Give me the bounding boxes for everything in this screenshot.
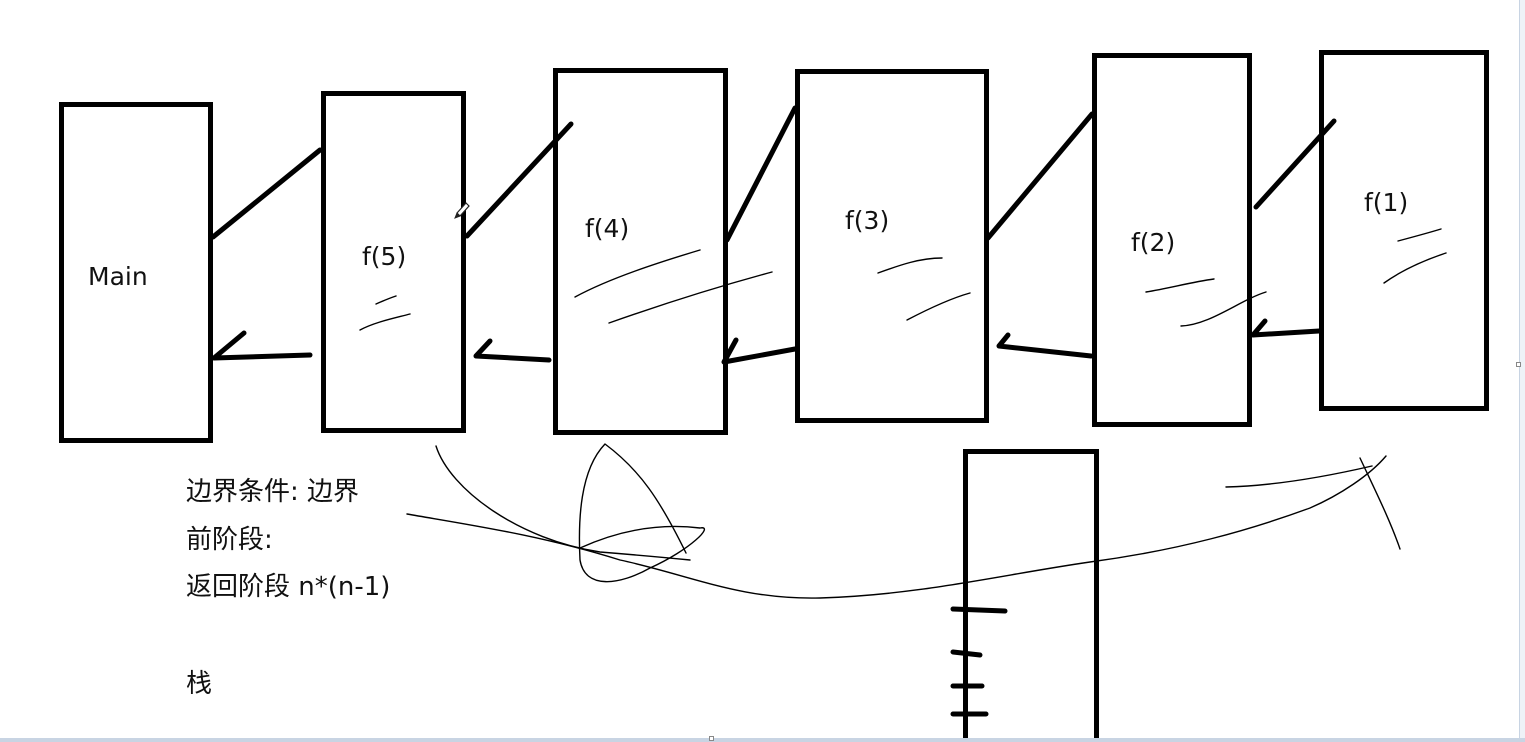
- stack-ticks: [950, 606, 1008, 717]
- call-line-f3-f2: [985, 111, 1095, 241]
- bottom-edge-bar: [0, 738, 1525, 742]
- right-resize-handle[interactable]: [1516, 362, 1521, 367]
- return-arrow-f2-f3: [996, 332, 1094, 359]
- pencil-cursor-icon: [454, 202, 470, 219]
- bottom-resize-handle[interactable]: [709, 736, 714, 741]
- main-frame-box: [59, 102, 213, 443]
- boundary-condition-note: 边界条件: 边界: [186, 477, 360, 507]
- f2-frame-box: [1092, 53, 1252, 427]
- f2-label: f(2): [1131, 228, 1176, 257]
- call-line-f2-f1: [1253, 118, 1337, 210]
- call-line-f5-f4: [464, 121, 574, 239]
- f4-label: f(4): [585, 214, 630, 243]
- return-arrow-f1-f2: [1250, 318, 1322, 338]
- return-arrow-f3-f4: [721, 337, 798, 365]
- forward-phase-note: 前阶段:: [186, 525, 273, 555]
- f5-label: f(5): [362, 242, 407, 271]
- stack-note: 栈: [186, 669, 213, 699]
- stack-box: [963, 449, 1099, 742]
- return-arrow-f4-f5: [473, 338, 552, 363]
- f3-frame-box: [795, 69, 989, 423]
- freehand-strokes: [406, 443, 1401, 599]
- f4-frame-box: [553, 68, 728, 435]
- right-edge-bar: [1519, 0, 1525, 742]
- call-line-f4-f3: [724, 105, 798, 243]
- call-line-main-f5: [210, 147, 323, 240]
- f1-frame-box: [1319, 50, 1489, 411]
- f5-frame-box: [321, 91, 466, 433]
- return-phase-note: 返回阶段 n*(n-1): [186, 572, 391, 602]
- main-label: Main: [88, 262, 148, 291]
- f1-label: f(1): [1364, 188, 1409, 217]
- f3-label: f(3): [845, 206, 890, 235]
- scribbles: [359, 228, 1447, 331]
- return-arrow-f5-main: [211, 330, 313, 361]
